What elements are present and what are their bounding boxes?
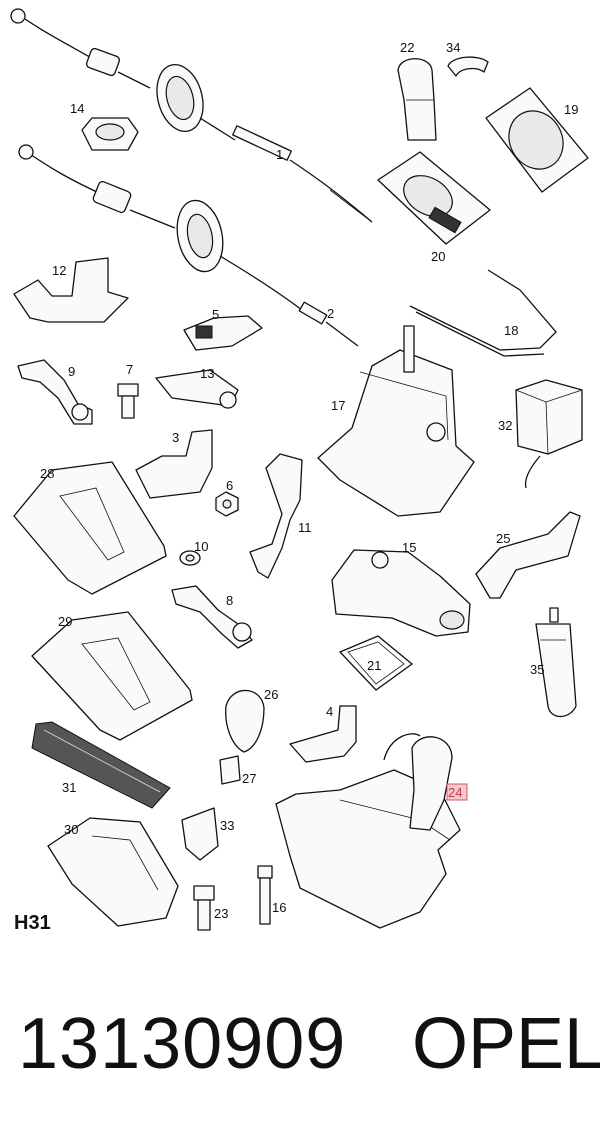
callout-1: 1 [276, 147, 283, 162]
part-1-shift-cable [10, 8, 373, 223]
part-15-actuator [331, 549, 471, 637]
part-21-gasket [338, 635, 414, 691]
callout-23: 23 [214, 906, 228, 921]
callout-8: 8 [226, 593, 233, 608]
callout-13: 13 [200, 366, 214, 381]
callout-5: 5 [212, 307, 219, 322]
callout-24: 24 [448, 785, 462, 800]
part-20-gate-plate [377, 151, 491, 245]
part-32-module [515, 379, 583, 489]
callout-27: 27 [242, 771, 256, 786]
part-6-nut [215, 491, 239, 517]
callout-33: 33 [220, 818, 234, 833]
part-14-grommet [81, 117, 139, 151]
part-2-selector-cable [18, 144, 359, 347]
part-8-lever [171, 585, 253, 649]
callout-24-highlight [446, 783, 468, 801]
callout-3: 3 [172, 430, 179, 445]
callout-14: 14 [70, 101, 84, 116]
callout-19: 19 [564, 102, 578, 117]
part-9-lever [17, 359, 93, 425]
part-35-shift-handle [535, 607, 577, 718]
callout-2: 2 [327, 306, 334, 321]
callout-21: 21 [367, 658, 381, 673]
callout-12: 12 [52, 263, 66, 278]
part-18-frame [409, 269, 557, 357]
callout-15: 15 [402, 540, 416, 555]
callout-34: 34 [446, 40, 460, 55]
part-11-lever-arm [249, 453, 303, 579]
part-12-bracket [13, 257, 129, 323]
callout-7: 7 [126, 362, 133, 377]
part-17-selector-housing [317, 325, 475, 517]
part-7-bolt [117, 383, 139, 419]
callout-18: 18 [504, 323, 518, 338]
part-number: 13130909 [18, 1004, 347, 1084]
callout-31: 31 [62, 780, 76, 795]
callout-28: 28 [40, 466, 54, 481]
part-24-selector-assembly [275, 733, 461, 929]
part-26-shift-knob [225, 689, 265, 753]
part-27-sleeve [219, 755, 241, 785]
part-30-base [47, 817, 179, 927]
callout-labels: 1 2 3 4 5 6 7 8 9 10 11 12 13 14 15 16 1… [40, 40, 578, 921]
callout-20: 20 [431, 249, 445, 264]
callout-6: 6 [226, 478, 233, 493]
callout-29: 29 [58, 614, 72, 629]
part-33-clip [181, 807, 219, 861]
part-29-console-cover [31, 611, 193, 741]
part-10-nut [179, 550, 201, 566]
part-19-bezel [485, 87, 589, 193]
part-3-bracket [135, 429, 213, 499]
callout-30: 30 [64, 822, 78, 837]
part-28-console-cover [13, 461, 167, 595]
part-23-bolt [193, 885, 215, 931]
brand-name: OPEL [412, 1004, 600, 1084]
part-31-trim-strip [31, 721, 171, 809]
part-16-bolt [257, 865, 273, 925]
callout-17: 17 [331, 398, 345, 413]
callout-32: 32 [498, 418, 512, 433]
callout-35: 35 [530, 662, 544, 677]
callout-16: 16 [272, 900, 286, 915]
callout-26: 26 [264, 687, 278, 702]
callout-9: 9 [68, 364, 75, 379]
callout-10: 10 [194, 539, 208, 554]
diagram-code-label: H31 [14, 912, 51, 934]
part-25-bracket [475, 511, 581, 599]
part-34-clip [447, 56, 489, 77]
part-5-switch [183, 315, 263, 351]
callout-25: 25 [496, 531, 510, 546]
callout-22: 22 [400, 40, 414, 55]
part-4-bracket [289, 705, 357, 763]
callout-4: 4 [326, 704, 333, 719]
callout-11: 11 [298, 520, 312, 535]
part-22-shift-knob [397, 58, 437, 141]
part-13-link [155, 369, 239, 409]
